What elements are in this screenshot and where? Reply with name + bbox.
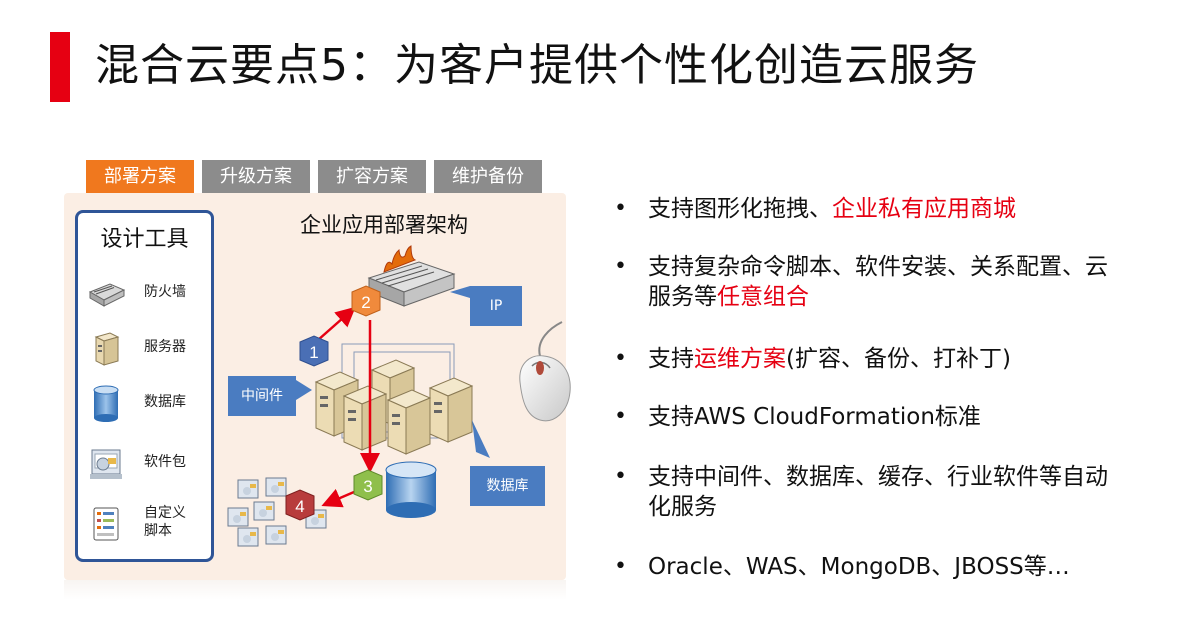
step-number-3: 3 <box>363 477 372 496</box>
panel-reflection <box>64 580 566 600</box>
tool-label-database: 数据库 <box>144 394 186 410</box>
custom-script-icon <box>93 507 119 541</box>
database-icon <box>93 385 119 422</box>
step-number-2: 2 <box>361 293 370 312</box>
architecture-diagram: 1 2 3 4 <box>227 245 490 547</box>
tab-upgrade[interactable]: 升级方案 <box>202 160 310 193</box>
tool-label-firewall: 防火墙 <box>144 284 186 300</box>
design-tools-panel: 设计工具 防火墙 服务器 <box>75 210 214 562</box>
page-title: 混合云要点5：为客户提供个性化创造云服务 <box>95 40 979 91</box>
database-node[interactable] <box>385 461 437 518</box>
callout-middleware: 中间件 <box>228 376 296 416</box>
feature-2-text: 支持复杂命令脚本、软件安装、关系配置、云服务等 <box>648 254 1108 310</box>
bullet-dot: • <box>614 254 627 279</box>
step-badge-3: 3 <box>353 469 383 501</box>
feature-1-text: 支持图形化拖拽、 <box>648 196 832 222</box>
bullet-dot: • <box>614 554 627 579</box>
tab-deploy[interactable]: 部署方案 <box>86 160 194 193</box>
tool-label-software-package: 软件包 <box>144 454 186 470</box>
tool-label-server: 服务器 <box>144 339 186 355</box>
callout-ip: IP <box>470 286 522 326</box>
feature-4-text: 支持AWS CloudFormation标准 <box>648 404 981 430</box>
callout-database: 数据库 <box>470 466 545 506</box>
firewall-icon <box>88 283 126 307</box>
mouse-icon <box>519 321 571 422</box>
tool-firewall[interactable]: 防火墙 <box>78 268 211 318</box>
feature-2-highlight: 任意组合 <box>717 284 809 310</box>
tab-maintain[interactable]: 维护备份 <box>434 160 542 193</box>
software-package-icon <box>90 449 122 479</box>
title-accent-bar <box>50 32 70 102</box>
tool-custom-script[interactable]: 自定义 脚本 <box>78 498 211 548</box>
step-badge-1: 1 <box>299 335 329 367</box>
step-number-4: 4 <box>295 497 304 516</box>
step-number-1: 1 <box>309 343 318 362</box>
tool-label-custom: 自定义 <box>144 505 186 521</box>
design-tools-title: 设计工具 <box>100 227 189 252</box>
feature-6-text: Oracle、WAS、MongoDB、JBOSS等… <box>648 554 1070 580</box>
feature-3-highlight: 运维方案 <box>694 346 786 372</box>
feature-1-highlight: 企业私有应用商城 <box>832 196 1016 222</box>
architecture-title: 企业应用部署架构 <box>300 213 468 237</box>
feature-3-text: 支持 <box>648 346 694 372</box>
feature-3-suffix: (扩容、备份、打补丁) <box>786 346 1011 372</box>
bullet-dot: • <box>614 346 627 371</box>
bullet-dot: • <box>614 464 627 489</box>
bullet-dot: • <box>614 196 627 221</box>
tool-server[interactable]: 服务器 <box>78 323 211 373</box>
deploy-flow-arrows <box>317 306 380 508</box>
server-cluster[interactable] <box>314 359 474 455</box>
step-badge-2: 2 <box>351 285 381 317</box>
tool-database[interactable]: 数据库 <box>78 378 211 428</box>
callout-pointers <box>296 286 490 458</box>
server-icon <box>94 332 120 366</box>
feature-5-text: 支持中间件、数据库、缓存、行业软件等自动化服务 <box>648 464 1108 520</box>
bullet-dot: • <box>614 404 627 429</box>
software-packages-node[interactable] <box>227 477 327 547</box>
tool-software-package[interactable]: 软件包 <box>78 438 211 488</box>
tool-label-script: 脚本 <box>144 523 172 539</box>
step-badge-4: 4 <box>285 489 315 521</box>
tab-expand[interactable]: 扩容方案 <box>318 160 426 193</box>
firewall-node[interactable] <box>367 245 456 307</box>
